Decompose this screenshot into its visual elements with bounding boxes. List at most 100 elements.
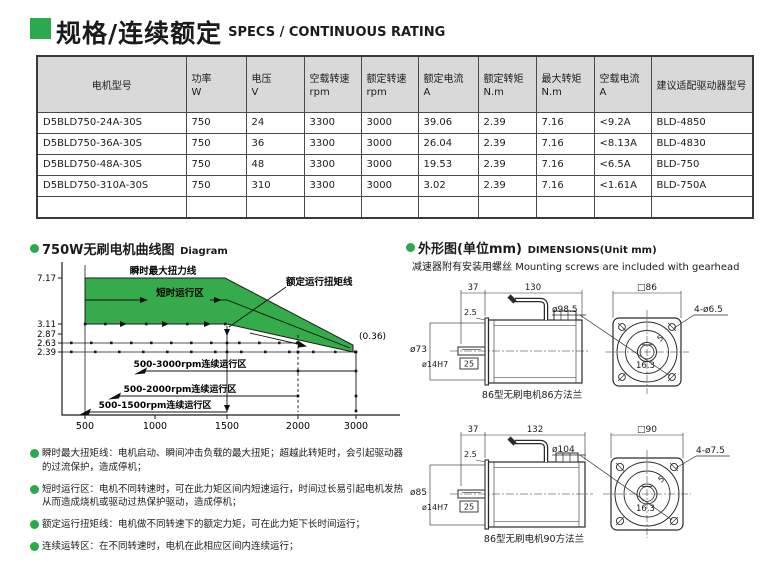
cell: 2.39	[477, 111, 537, 134]
page-title: 规格/连续额定	[56, 19, 223, 48]
x-tick-2000: 2000	[286, 421, 310, 432]
note-item: 瞬时最大扭矩线：电机启动、瞬间冲击负载的最大扭矩；超越此转矩时，会引起驱动器的过…	[30, 447, 404, 475]
x-tick-3000: 3000	[344, 421, 368, 432]
cell-driver: BLD-750A	[650, 174, 753, 197]
header-unit: W	[191, 87, 202, 99]
cell-driver: BLD-750	[650, 153, 753, 176]
side-view	[429, 432, 593, 530]
header-unit: V	[251, 87, 259, 99]
cell: <1.61A	[593, 174, 652, 197]
cell: 3300	[303, 174, 362, 197]
header-unit: rpm	[309, 87, 330, 99]
dim-boss-diameter: ø85	[410, 488, 427, 498]
note-item: 额定运行扭矩线：电机做不同转速下的额定力矩，可在此力矩下长时间运行；	[30, 518, 404, 532]
level-lines	[62, 342, 356, 353]
header-unit: A	[599, 87, 607, 99]
y-tick-3-11: 3.11	[37, 320, 56, 330]
cell: 26.04	[417, 132, 479, 155]
motor-circles	[616, 321, 678, 383]
zone-3000-annotation: 500-3000rpm连续运行区	[134, 358, 356, 375]
dim-plate-thickness: 2.5	[464, 450, 477, 459]
zone-2000-label: 500-2000rpm连续运行区	[124, 383, 237, 395]
dim-key-length: 25	[464, 503, 474, 512]
green-dot-icon	[30, 541, 39, 551]
end-value-label: (0.36)	[359, 332, 386, 342]
cell: 3300	[303, 153, 362, 176]
column-header: 电机型号	[36, 55, 187, 113]
cell: 3300	[303, 132, 362, 155]
dims-subtitle: 减速器附有安装用螺丝 Mounting screws are included …	[412, 258, 740, 273]
dim-body-length: 132	[527, 425, 543, 435]
header-label: 空载转速	[309, 74, 350, 86]
side-view	[429, 290, 590, 386]
cell: 3000	[360, 153, 419, 176]
cell-empty	[417, 195, 479, 219]
rated-slope-arrow	[249, 332, 307, 348]
header-label: 额定转速	[366, 74, 407, 86]
header-label: 功率	[191, 74, 212, 86]
cell-empty	[650, 195, 753, 219]
header-unit: N.m	[541, 87, 562, 99]
x-tick-500: 500	[76, 421, 94, 432]
cell: 3000	[360, 174, 419, 197]
header-label: 空载电流	[599, 74, 640, 86]
cell: 310	[245, 174, 305, 197]
note-text: 瞬时最大扭矩线：电机启动、瞬间冲击负载的最大扭矩；超越此转矩时，会引起驱动器的过…	[42, 448, 404, 473]
green-dot-icon	[406, 243, 415, 252]
torque-curve-chart: 7.17 3.11 2.87 2.63 2.39 500 1000 1500 2…	[37, 262, 400, 432]
note-item: 短时运行区：电机不同转速时，可在此力矩区间内短速运行，时间过长易引起电机发热从而…	[30, 483, 404, 511]
dim-body-length: 130	[525, 283, 541, 293]
header-label: 额定电流	[423, 74, 464, 86]
dim-flange-square: □86	[637, 283, 657, 293]
cell: 3000	[360, 111, 419, 134]
dim-holes: 4-ø7.5	[696, 446, 725, 456]
cell-empty	[360, 195, 419, 219]
cell-empty	[477, 195, 537, 219]
front-view: □90 ø104 4-ø7.5 5 16.3	[552, 425, 730, 538]
short-zone-label: 短时运行区	[156, 287, 204, 299]
cell-driver: BLD-4830	[650, 132, 753, 155]
dim-plate-thickness: 2.5	[464, 308, 477, 317]
note-text: 连续运转区：在不同转速时，电机在此相应区间内连续运行；	[42, 540, 299, 552]
cell: 2.39	[477, 132, 537, 155]
header-label: 最大转矩	[541, 74, 582, 86]
header-unit: A	[423, 87, 431, 99]
y-tick-2-63: 2.63	[37, 339, 56, 349]
dims-title-cn: 外形图(单位mm)	[418, 242, 522, 257]
dims-title-en: DIMENSIONS(Unit mm)	[527, 245, 657, 256]
peak-line-label: 瞬时最大扭力线	[130, 265, 197, 277]
motor-circles	[614, 461, 680, 527]
column-header: 建议适配驱动器型号	[650, 55, 753, 113]
header-label: 额定转矩	[483, 74, 524, 86]
table-row: D5BLD750-48A-30S 750 48 3300 3000 19.53 …	[36, 153, 753, 176]
cell: 2.39	[477, 174, 537, 197]
cell: <6.5A	[593, 153, 652, 176]
chart-axes	[61, 262, 400, 416]
y-tick-2-87: 2.87	[37, 330, 56, 340]
dimension-drawing-86-flange: 37 130 2.5 ø73 ø14H7 25 86型无刷电机86方法兰 □86…	[410, 283, 728, 401]
note-item: 连续运转区：在不同转速时，电机在此相应区间内连续运行；	[30, 540, 404, 554]
dim-bolt-circle: ø104	[552, 445, 575, 455]
curve-title-cn: 750W无刷电机曲线图	[42, 243, 175, 258]
y-tick-2-39: 2.39	[37, 348, 56, 358]
cell: 19.53	[417, 153, 479, 176]
ref-line-3000	[354, 350, 358, 413]
dimension-drawing-90-flange: 37 132 2.5 ø85 ø14H7 25 86型无刷电机90方法兰 □90…	[410, 425, 730, 545]
dim-boss-diameter: ø73	[410, 345, 427, 355]
cell: 7.16	[535, 153, 595, 176]
curve-title-en: Diagram	[180, 246, 228, 257]
cell: 7.16	[535, 111, 595, 134]
rated-line-markers	[83, 321, 227, 327]
note-text: 短时运行区：电机不同转速时，可在此力矩区间内短速运行，时间过长易引起电机发热从而…	[42, 483, 404, 509]
cell: <9.2A	[593, 111, 652, 134]
header-unit: N.m	[483, 87, 504, 99]
rated-line-label: 额定运行扭矩线	[286, 276, 353, 288]
drawing-caption: 86型无刷电机90方法兰	[484, 533, 584, 545]
cell-empty	[185, 195, 247, 219]
cell: 3.02	[417, 174, 479, 197]
